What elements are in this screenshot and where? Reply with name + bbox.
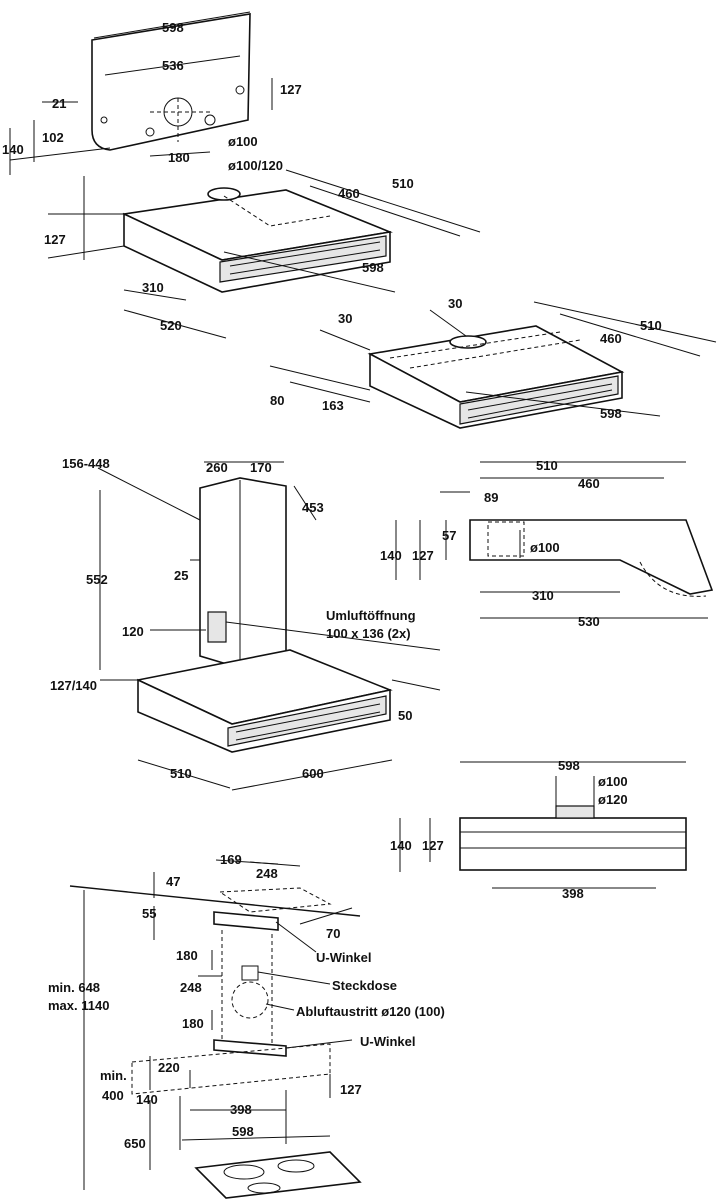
hood-standard-panel: 510 460 127 598 310 520	[44, 169, 481, 339]
dim-label: 140	[380, 548, 402, 563]
dim-label: 598	[232, 1124, 254, 1139]
dim-label: 520	[160, 318, 182, 333]
dim-label: 248	[180, 980, 202, 995]
dim-label: 398	[562, 886, 584, 901]
dim-label: 600	[302, 766, 324, 781]
dim-label: 460	[338, 186, 360, 201]
dim-label: 21	[52, 96, 66, 111]
recirc-opening-size: 100 x 136 (2x)	[326, 626, 411, 641]
dim-label: 127	[44, 232, 66, 247]
hood-recirc-panel: 30 30 460 510 80 163 598	[269, 296, 717, 429]
dim-label: 127	[422, 838, 444, 853]
dim-label: 552	[86, 572, 108, 587]
dim-label: ø100	[598, 774, 628, 789]
dim-label: 80	[270, 393, 284, 408]
installation-panel: 169 248 47 55 70 180 248 180 min. 648 ma…	[48, 852, 445, 1199]
dim-label: max. 1140	[48, 998, 109, 1013]
dim-label: 180	[182, 1016, 204, 1031]
dim-label: 140	[136, 1092, 158, 1107]
dim-label: ø100/120	[228, 158, 283, 173]
dim-label: 89	[484, 490, 498, 505]
dim-label: 510	[536, 458, 558, 473]
dim-label: 310	[142, 280, 164, 295]
callout-u-bracket-top: U-Winkel	[316, 950, 372, 965]
dim-label: 260	[206, 460, 228, 475]
dim-label: 460	[578, 476, 600, 491]
dim-label: 400	[102, 1088, 124, 1103]
dim-label: 30	[448, 296, 462, 311]
wall-bracket-panel: 598 536 21 102 140 127 180 ø100 ø100/120	[2, 11, 302, 175]
dim-label: 510	[640, 318, 662, 333]
dim-label: 598	[600, 406, 622, 421]
callout-exhaust-outlet: Abluftaustritt ø120 (100)	[296, 1004, 445, 1019]
dim-label: 310	[532, 588, 554, 603]
dim-label: 127	[412, 548, 434, 563]
dim-label: 120	[122, 624, 144, 639]
dim-label: 398	[230, 1102, 252, 1117]
dim-label: 47	[166, 874, 180, 889]
dim-label: 453	[302, 500, 324, 515]
dim-label: 650	[124, 1136, 146, 1151]
dim-label: 169	[220, 852, 242, 867]
dim-label: 170	[250, 460, 272, 475]
dim-label: 220	[158, 1060, 180, 1075]
dim-label: 70	[326, 926, 340, 941]
callout-socket: Steckdose	[332, 978, 397, 993]
dim-label: 50	[398, 708, 412, 723]
dim-label: 510	[392, 176, 414, 191]
dim-label: 25	[174, 568, 188, 583]
dim-label: 510	[170, 766, 192, 781]
dim-label: 460	[600, 331, 622, 346]
dim-label: 536	[162, 58, 184, 73]
dim-label: 127	[340, 1082, 362, 1097]
side-section-panel: 510 460 89 57 140 127 ø100 310 530	[380, 458, 714, 629]
dim-label: 163	[322, 398, 344, 413]
dim-label: 598	[162, 20, 184, 35]
dim-label: 598	[558, 758, 580, 773]
dim-label: 180	[168, 150, 190, 165]
dim-label: 140	[390, 838, 412, 853]
dim-label: 530	[578, 614, 600, 629]
chimney-hood-panel: 156-448 260 170 453 552 25 120 127/140 5…	[50, 456, 441, 791]
dim-label: 57	[442, 528, 456, 543]
dim-label: ø100	[228, 134, 258, 149]
dim-label: 127	[280, 82, 302, 97]
dim-label: 156-448	[62, 456, 110, 471]
dim-label: 248	[256, 866, 278, 881]
front-view-panel: 598 ø100 ø120 140 127 398	[390, 758, 687, 901]
callout-u-bracket-bottom: U-Winkel	[360, 1034, 416, 1049]
dim-label: ø100	[530, 540, 560, 555]
dim-label: 180	[176, 948, 198, 963]
dim-label: 55	[142, 906, 156, 921]
dim-label: min. 648	[48, 980, 100, 995]
recirc-opening-label: Umluftöffnung	[326, 608, 416, 623]
dim-label: 102	[42, 130, 64, 145]
dim-label: 30	[338, 311, 352, 326]
dim-label: 598	[362, 260, 384, 275]
dim-label: min.	[100, 1068, 127, 1083]
dim-label: ø120	[598, 792, 628, 807]
dim-label: 140	[2, 142, 24, 157]
dim-label: 127/140	[50, 678, 97, 693]
